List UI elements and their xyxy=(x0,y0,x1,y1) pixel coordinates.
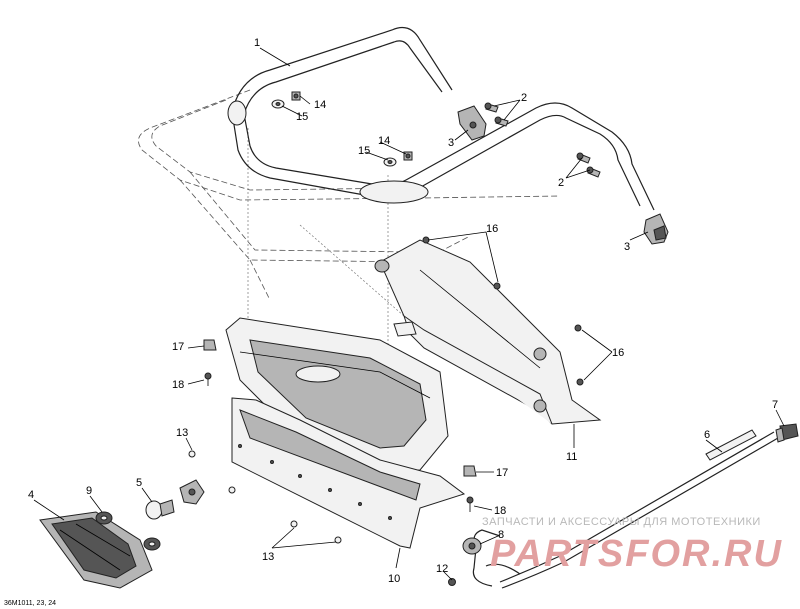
callout-13-a: 13 xyxy=(176,427,188,439)
callout-18-b: 18 xyxy=(494,505,506,517)
rack-ghost-outline xyxy=(138,89,561,400)
socket-8 xyxy=(462,537,482,555)
callout-3-b: 3 xyxy=(624,241,630,253)
diagram-code: 36M1011, 23, 24 xyxy=(4,600,56,607)
grab-bar xyxy=(227,27,655,211)
bulb xyxy=(145,499,175,520)
lower-fascia xyxy=(231,397,466,549)
taillight-housing xyxy=(39,511,153,589)
mounting-bracket xyxy=(374,239,602,425)
callout-4: 4 xyxy=(28,489,34,501)
grommet-9-a xyxy=(95,511,113,525)
clip-17-a xyxy=(203,339,217,351)
callout-9: 9 xyxy=(86,485,92,497)
screw-16-d xyxy=(576,378,584,386)
callout-17-a: 17 xyxy=(172,341,184,353)
callout-14-b: 14 xyxy=(378,135,390,147)
washer-15-a xyxy=(271,99,285,109)
screw-16-c xyxy=(574,324,582,332)
callout-8: 8 xyxy=(498,529,504,541)
callout-18-a: 18 xyxy=(172,379,184,391)
callout-1: 1 xyxy=(254,37,260,49)
callout-14-a: 14 xyxy=(314,99,326,111)
rivet-13-b xyxy=(228,486,236,494)
callout-7: 7 xyxy=(772,399,778,411)
callout-10: 10 xyxy=(388,573,400,585)
screw-2-b xyxy=(494,116,509,127)
rear-tray xyxy=(225,317,449,473)
screw-16-b xyxy=(493,282,501,290)
clip-17-b xyxy=(463,465,477,477)
callout-16-a: 16 xyxy=(486,223,498,235)
bolt-14-a xyxy=(291,91,301,101)
leader-lines xyxy=(33,47,785,581)
callout-3-a: 3 xyxy=(448,137,454,149)
rivet-13-a xyxy=(188,450,196,458)
callout-15-b: 15 xyxy=(358,145,370,157)
watermark-text: ЗАПЧАСТИ И АКСЕССУАРЫ ДЛЯ МОТОТЕХНИКИ xyxy=(482,516,761,528)
wiring-harness xyxy=(472,429,779,589)
screw-2-c xyxy=(576,152,591,164)
connector-7 xyxy=(775,423,799,443)
callout-16-b: 16 xyxy=(612,347,624,359)
end-cap-upper xyxy=(457,105,487,141)
callout-numbers: 1 2 2 3 3 4 5 6 7 8 9 10 11 12 13 13 14 … xyxy=(28,37,778,585)
callout-6: 6 xyxy=(704,429,710,441)
callout-5: 5 xyxy=(136,477,142,489)
end-cap-lower xyxy=(643,213,669,245)
callout-2-b: 2 xyxy=(558,177,564,189)
grommet-9-b xyxy=(143,537,161,551)
callout-13-b: 13 xyxy=(262,551,274,563)
screw-18-a xyxy=(204,372,212,386)
callout-12: 12 xyxy=(436,563,448,575)
screw-2-a xyxy=(484,102,499,113)
callout-15-a: 15 xyxy=(296,111,308,123)
watermark: ЗАПЧАСТИ И АКСЕССУАРЫ ДЛЯ МОТОТЕХНИКИ PA… xyxy=(482,516,783,575)
rivet-13-d xyxy=(334,536,342,544)
watermark-logo: PARTSFOR.RU xyxy=(490,533,783,575)
callout-11: 11 xyxy=(566,451,577,463)
screw-12 xyxy=(448,578,456,586)
callout-17-b: 17 xyxy=(496,467,508,479)
rivet-13-c xyxy=(290,520,298,528)
bulb-socket xyxy=(179,479,205,505)
callout-2-a: 2 xyxy=(521,92,527,104)
screw-18-b xyxy=(466,496,474,512)
screw-2-d xyxy=(586,166,601,178)
